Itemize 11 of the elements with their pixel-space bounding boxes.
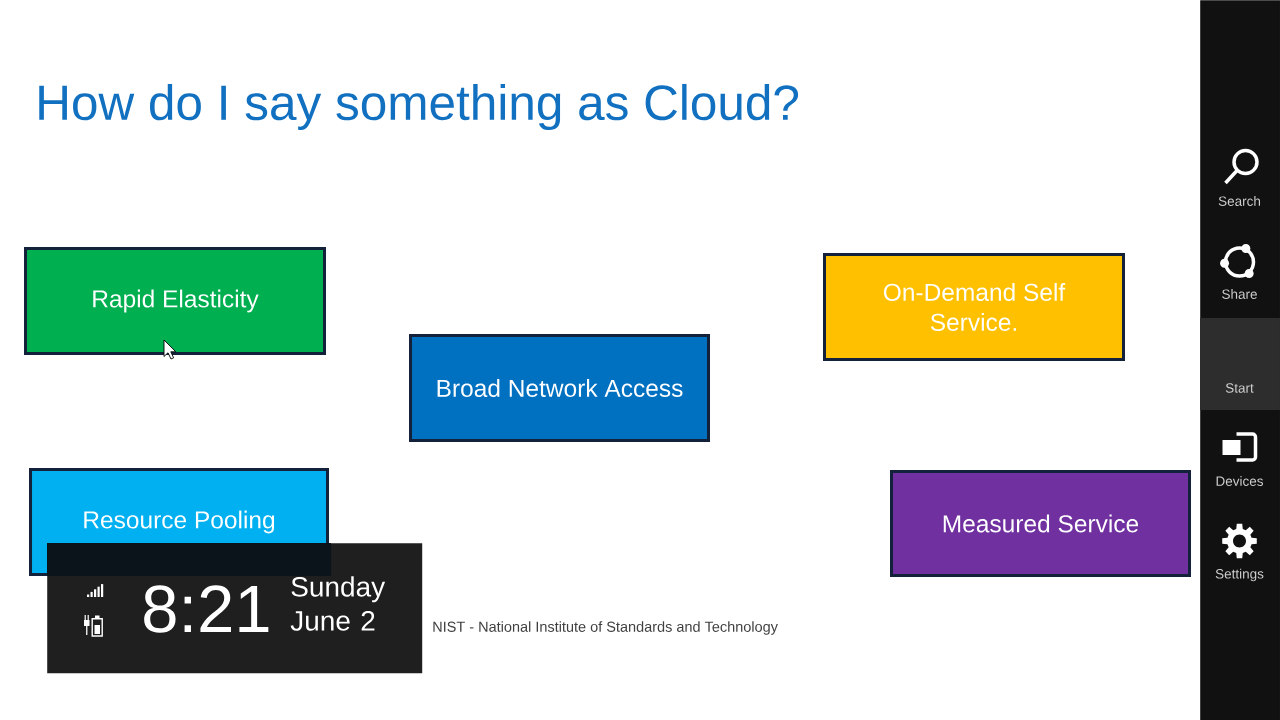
concept-box: Rapid Elasticity bbox=[24, 247, 326, 355]
charms-bar bbox=[1200, 0, 1280, 720]
concept-box: Measured Service bbox=[890, 470, 1191, 577]
charm-label: Settings bbox=[1215, 568, 1264, 582]
concept-box: On-Demand Self Service. bbox=[823, 253, 1125, 361]
charm-label: Devices bbox=[1216, 476, 1263, 486]
concept-box: Broad Network Access bbox=[409, 334, 710, 442]
charm-label: Search bbox=[1218, 196, 1260, 206]
slide-title: How do I say something as Cloud? bbox=[39, 83, 799, 131]
charm-tile: Start bbox=[1200, 318, 1280, 410]
charm-label: Share bbox=[1222, 289, 1257, 299]
